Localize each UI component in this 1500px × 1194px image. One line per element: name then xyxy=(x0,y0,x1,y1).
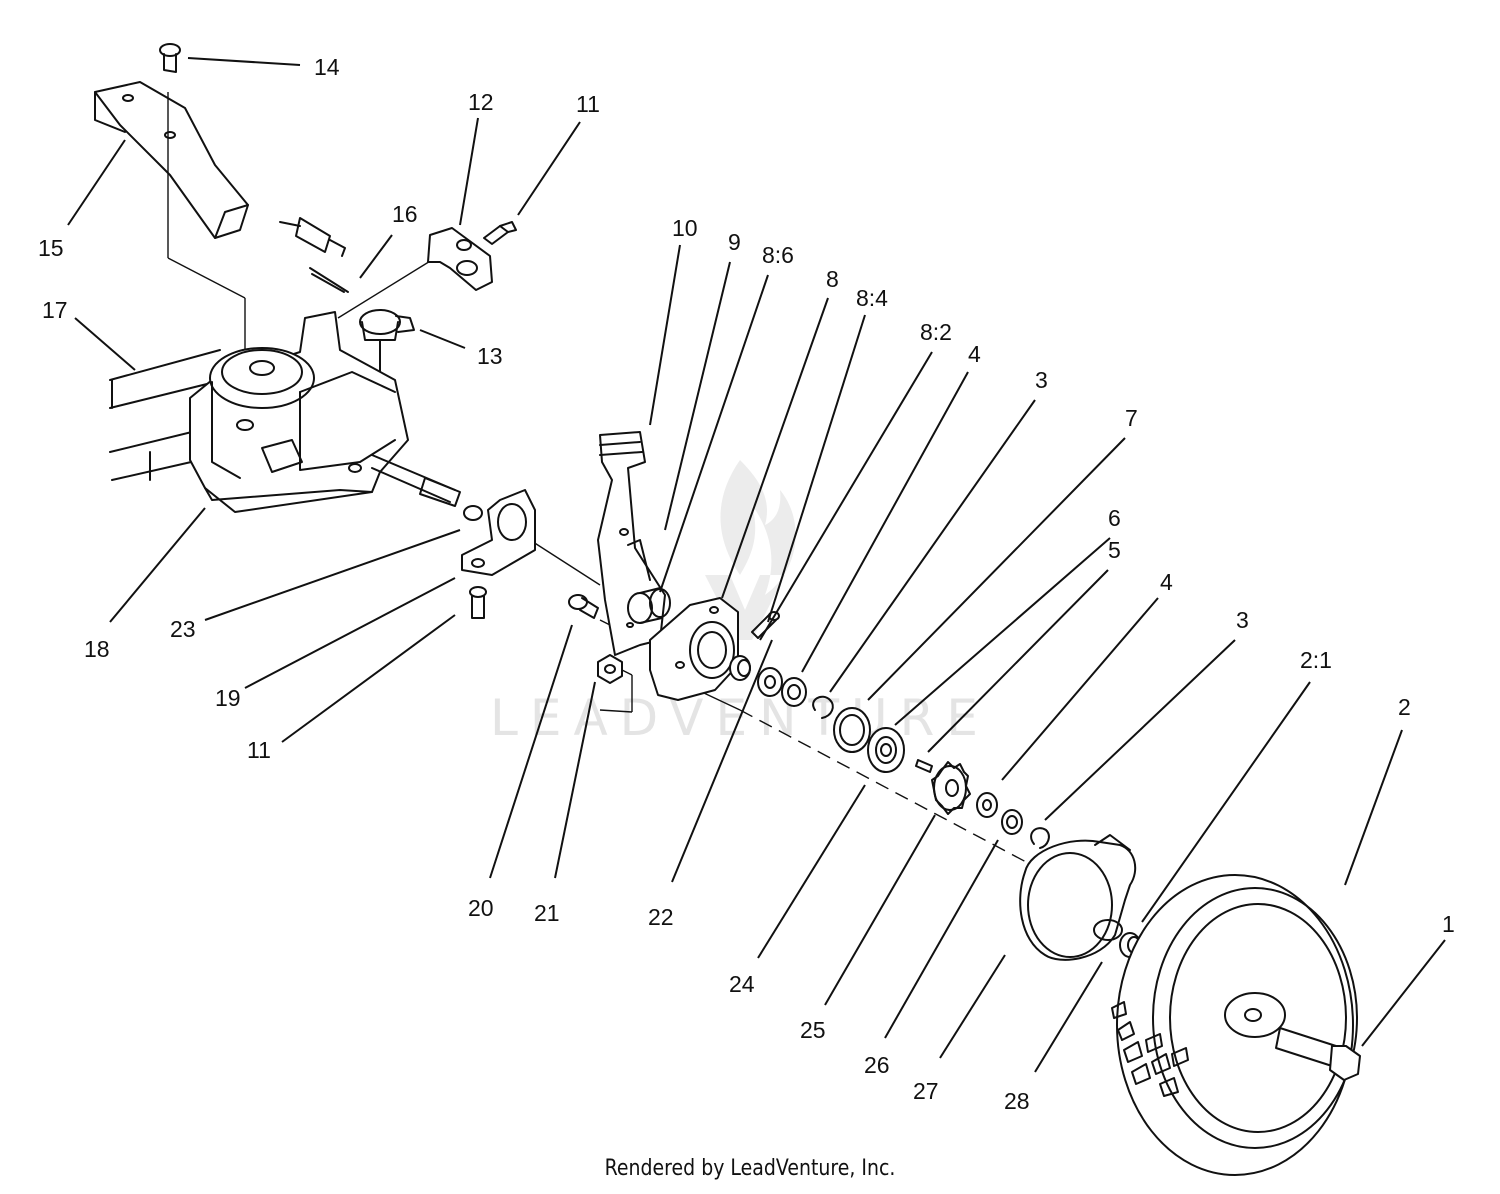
callout-4-lower: 4 xyxy=(1160,569,1173,595)
callout-24: 24 xyxy=(729,971,755,997)
callout-15: 15 xyxy=(38,235,64,261)
part-24-bearing-ring xyxy=(833,707,871,753)
callout-3-upper: 3 xyxy=(1035,367,1048,393)
part-1-wheel-bolt xyxy=(1275,1027,1361,1081)
callout-5: 5 xyxy=(1108,537,1121,563)
part-4-washer-upper xyxy=(757,667,783,697)
callout-13: 13 xyxy=(477,343,503,369)
callout-11-top: 11 xyxy=(576,91,600,117)
callout-27: 27 xyxy=(913,1078,939,1104)
callout-20: 20 xyxy=(468,895,494,921)
part-4-washer-lower xyxy=(976,792,998,818)
callout-2: 2 xyxy=(1398,694,1411,720)
callout-8-4: 8:4 xyxy=(856,285,888,311)
callout-1: 1 xyxy=(1442,911,1455,937)
callout-17: 17 xyxy=(42,297,68,323)
part-15-handle-bracket xyxy=(94,81,249,239)
leader-lines xyxy=(67,57,1446,1073)
watermark: LEADVENTURE xyxy=(490,460,978,747)
watermark-flame-logo xyxy=(705,460,796,640)
callout-22: 22 xyxy=(648,904,674,930)
part-22-adjust-plate xyxy=(649,597,739,701)
callout-8-2: 8:2 xyxy=(920,319,952,345)
callout-4-upper: 4 xyxy=(968,341,981,367)
part-18-transmission xyxy=(189,311,461,513)
part-12-bracket-plate xyxy=(427,227,493,291)
callout-14: 14 xyxy=(314,54,340,80)
part-7-e-clip xyxy=(812,695,834,719)
footer-credit: Rendered by LeadVenture, Inc. xyxy=(604,1156,896,1181)
callout-8-6: 8:6 xyxy=(762,242,794,268)
part-10-height-lever xyxy=(597,431,666,656)
callout-9: 9 xyxy=(728,229,741,255)
part-17-axle-tube xyxy=(109,349,221,481)
part-19-bearing-bracket xyxy=(461,489,536,576)
part-20-shoulder-bolt xyxy=(568,594,599,619)
part-27-gear-cover xyxy=(1019,834,1137,961)
callout-11-lower: 11 xyxy=(247,737,271,763)
callout-6: 6 xyxy=(1108,505,1121,531)
part-11-screw-top xyxy=(483,221,517,245)
part-14-bolt xyxy=(159,43,181,73)
part-6-bearing xyxy=(867,727,905,773)
wheel-tread-pattern xyxy=(1111,1001,1189,1097)
part-3-clip-lower xyxy=(1030,827,1050,849)
callout-18: 18 xyxy=(84,636,110,662)
callout-2-1: 2:1 xyxy=(1300,647,1332,673)
callout-10: 10 xyxy=(672,215,698,241)
part-3-washer-upper xyxy=(781,677,807,707)
callout-23: 23 xyxy=(170,616,196,642)
part-26-bushing xyxy=(1001,809,1023,835)
callout-28: 28 xyxy=(1004,1088,1030,1114)
part-8-2-bushing xyxy=(729,655,751,681)
part-11-screw-lower xyxy=(469,586,487,619)
callout-21: 21 xyxy=(534,900,560,926)
part-25-pinion-gear xyxy=(931,761,971,815)
part-23-bushing xyxy=(463,505,483,521)
callout-labels: 14 12 11 15 16 17 13 10 9 8:6 8 8:4 8:2 … xyxy=(38,54,1455,1114)
part-21-nut xyxy=(597,654,623,684)
callout-25: 25 xyxy=(800,1017,826,1043)
callout-19: 19 xyxy=(215,685,241,711)
part-2-wheel xyxy=(1111,874,1358,1176)
callout-16: 16 xyxy=(392,201,418,227)
callout-7: 7 xyxy=(1125,405,1138,431)
callout-12: 12 xyxy=(468,89,494,115)
callout-26: 26 xyxy=(864,1052,890,1078)
callout-8: 8 xyxy=(826,266,839,292)
part-16-cable-fitting xyxy=(279,217,349,293)
part-5-key xyxy=(915,759,933,773)
callout-3-lower: 3 xyxy=(1236,607,1249,633)
